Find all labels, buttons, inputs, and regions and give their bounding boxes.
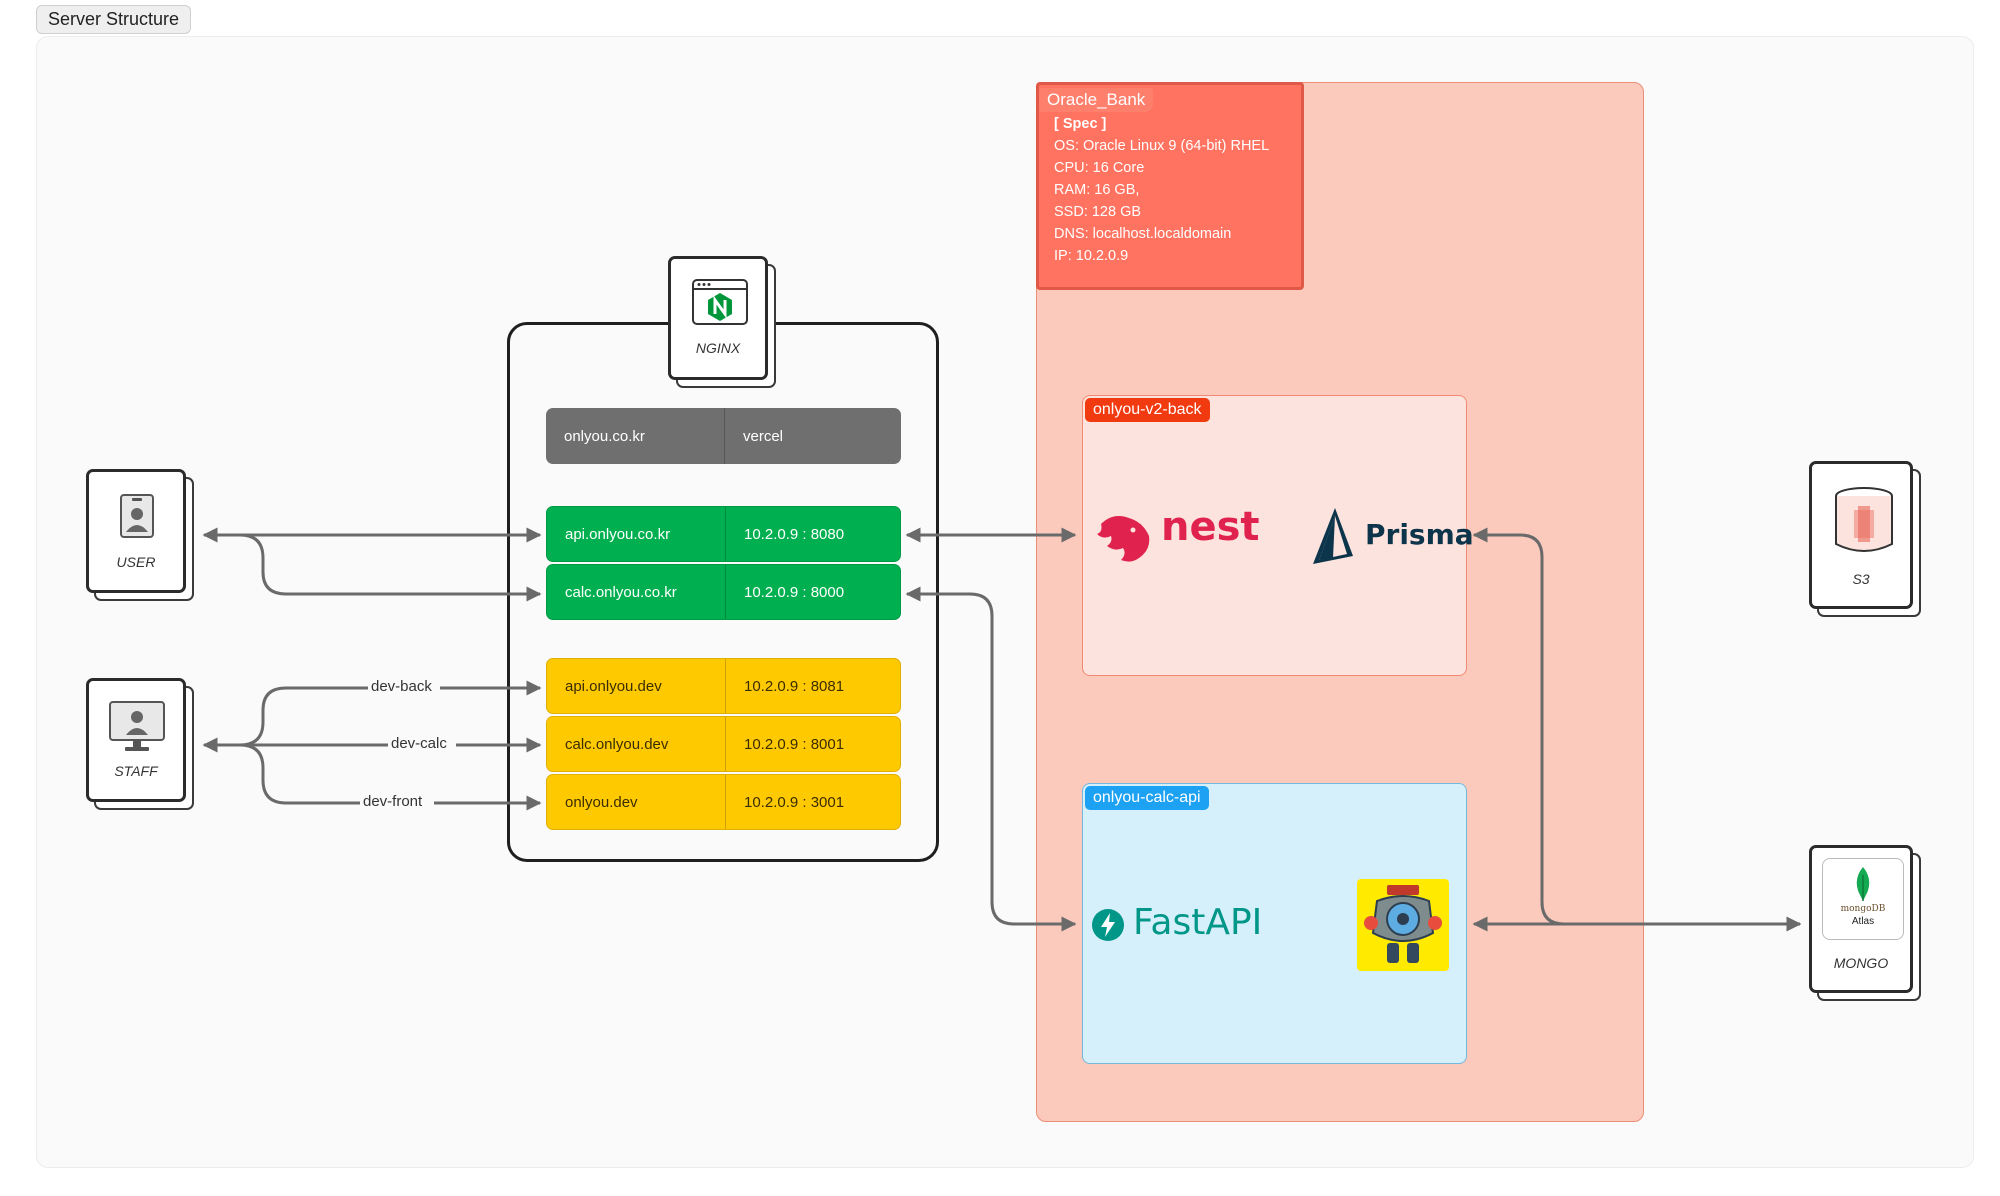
nginx-node[interactable]: NGINX [668, 256, 768, 380]
dev-calc-label: dev-calc [388, 735, 450, 752]
nginx-label: NGINX [695, 340, 741, 356]
prisma-logo-text: Prisma [1365, 518, 1474, 551]
route-row-calc-onlyou-dev[interactable]: calc.onlyou.dev 10.2.0.9 : 8001 [546, 716, 901, 772]
spec-card[interactable]: Oracle_Bank [ Spec ] OS: Oracle Linux 9 … [1036, 82, 1304, 290]
s3-node[interactable]: S3 [1809, 461, 1913, 609]
route-target: 10.2.0.9 : 8081 [725, 659, 900, 713]
edge-calc-fastapi [905, 586, 1077, 932]
desktop-monitor-user-icon [109, 701, 165, 758]
spec-list: [ Spec ] OS: Oracle Linux 9 (64-bit) RHE… [1054, 113, 1269, 267]
s3-label: S3 [1852, 571, 1870, 587]
route-target: 10.2.0.9 : 8080 [725, 507, 900, 561]
route-domain: api.onlyou.dev [565, 677, 662, 695]
spec-dns: DNS: localhost.localdomain [1054, 226, 1232, 242]
s3-bucket-icon [1834, 486, 1894, 561]
mongodb-leaf-icon [1856, 867, 1870, 901]
edge-staff-dev-back [204, 686, 370, 747]
spec-ram: RAM: 16 GB, [1054, 182, 1140, 198]
user-id-badge-icon [120, 494, 154, 543]
oracle-bank-title: Oracle_Bank [1039, 88, 1154, 112]
route-target: 10.2.0.9 : 8001 [725, 717, 900, 771]
route-row-api-onlyou-co-kr[interactable]: api.onlyou.co.kr 10.2.0.9 : 8080 [546, 506, 901, 562]
route-target: 10.2.0.9 : 3001 [725, 775, 900, 829]
mongo-node[interactable]: mongoDB Atlas MONGO [1809, 845, 1913, 993]
edge-user-calc [239, 533, 542, 602]
atlas-text: Atlas [1851, 916, 1875, 927]
user-node[interactable]: USER [86, 469, 186, 593]
prisma-logo-icon [1305, 506, 1357, 573]
route-target: vercel [724, 408, 901, 464]
fastapi-logo-text: FastAPI [1133, 902, 1263, 943]
nginx-logo-icon [692, 279, 748, 330]
route-domain: calc.onlyou.dev [565, 735, 669, 753]
nest-logo-text: nest [1161, 504, 1260, 550]
route-domain: api.onlyou.co.kr [565, 525, 671, 543]
user-label: USER [116, 554, 156, 570]
route-domain: onlyou.dev [565, 793, 638, 811]
route-row-onlyou-co-kr[interactable]: onlyou.co.kr vercel [546, 408, 901, 464]
route-target: 10.2.0.9 : 8000 [725, 565, 900, 619]
mongodb-atlas-logo: mongoDB Atlas [1822, 858, 1904, 940]
edge-prisma-mongo [1472, 527, 1600, 926]
route-row-api-onlyou-dev[interactable]: api.onlyou.dev 10.2.0.9 : 8081 [546, 658, 901, 714]
spec-cpu: CPU: 16 Core [1054, 160, 1145, 176]
mongo-label: MONGO [1833, 955, 1889, 971]
spec-ip: IP: 10.2.0.9 [1054, 248, 1129, 264]
spec-os: OS: Oracle Linux 9 (64-bit) RHEL [1054, 138, 1270, 154]
edge-staff-dev-front [239, 743, 362, 805]
fastapi-logo-icon [1091, 908, 1125, 947]
mongodb-text: mongoDB [1840, 904, 1886, 914]
route-domain: calc.onlyou.co.kr [565, 583, 677, 601]
onlyou-calc-api-tag: onlyou-calc-api [1085, 786, 1209, 810]
route-row-calc-onlyou-co-kr[interactable]: calc.onlyou.co.kr 10.2.0.9 : 8000 [546, 564, 901, 620]
onlyou-v2-back-tag: onlyou-v2-back [1085, 398, 1210, 422]
nest-logo-icon [1093, 506, 1155, 571]
staff-node[interactable]: STAFF [86, 678, 186, 802]
onlyou-v2-back-service[interactable]: onlyou-v2-back nest Prisma [1082, 395, 1474, 676]
spec-ssd: SSD: 128 GB [1054, 204, 1142, 220]
route-domain: onlyou.co.kr [564, 427, 645, 445]
dev-front-label: dev-front [360, 793, 426, 810]
spec-heading: [ Spec ] [1054, 116, 1107, 132]
uvicorn-robot-mascot-icon [1357, 879, 1449, 976]
route-row-onlyou-dev[interactable]: onlyou.dev 10.2.0.9 : 3001 [546, 774, 901, 830]
dev-back-label: dev-back [368, 678, 435, 695]
frame-title[interactable]: Server Structure [36, 5, 192, 34]
onlyou-calc-api-service[interactable]: onlyou-calc-api FastAPI [1082, 783, 1467, 1064]
staff-label: STAFF [114, 763, 158, 779]
